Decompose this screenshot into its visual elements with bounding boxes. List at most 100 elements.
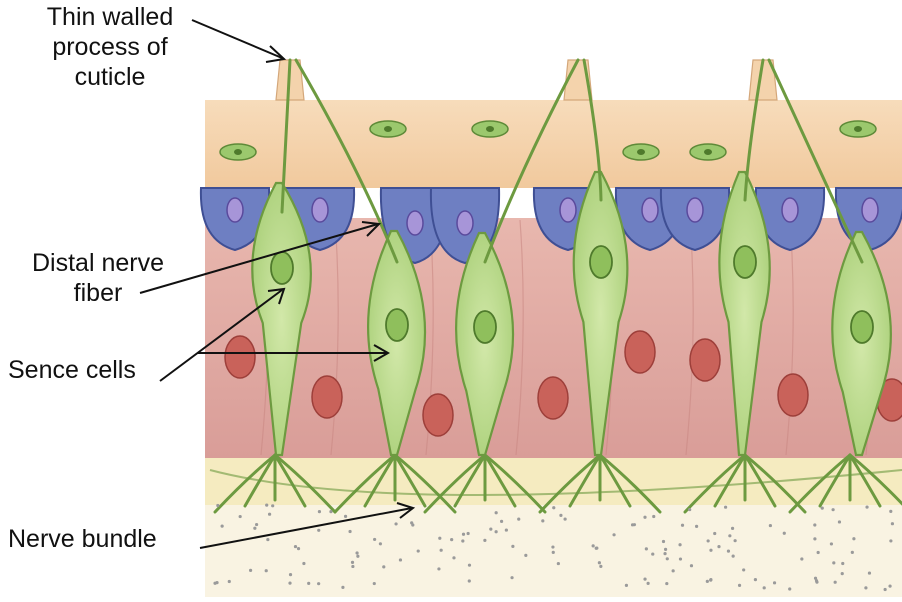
connective-dot bbox=[663, 552, 666, 555]
connective-dot bbox=[452, 556, 455, 559]
connective-dot bbox=[440, 549, 443, 552]
connective-dot bbox=[841, 572, 844, 575]
connective-dot bbox=[695, 525, 698, 528]
connective-dot bbox=[411, 523, 414, 526]
connective-dot bbox=[341, 586, 344, 589]
connective-dot bbox=[483, 539, 486, 542]
connective-dot bbox=[633, 523, 636, 526]
connective-dot bbox=[783, 532, 786, 535]
connective-dot bbox=[221, 525, 224, 528]
connective-dot bbox=[394, 522, 397, 525]
sense-cell-nucleus bbox=[271, 252, 293, 284]
supporting-cell-nucleus bbox=[862, 198, 878, 222]
connective-dot bbox=[467, 532, 470, 535]
connective-dot bbox=[438, 537, 441, 540]
connective-dot bbox=[647, 582, 650, 585]
epithelial-nucleus bbox=[538, 377, 568, 419]
connective-dot bbox=[595, 546, 598, 549]
connective-dot bbox=[645, 547, 648, 550]
connective-dot bbox=[288, 582, 291, 585]
connective-dot bbox=[215, 581, 218, 584]
connective-dot bbox=[666, 557, 669, 560]
connective-dot bbox=[344, 515, 347, 518]
connective-dot bbox=[889, 539, 892, 542]
connective-dot bbox=[552, 551, 555, 554]
connective-dot bbox=[662, 540, 665, 543]
connective-dot bbox=[731, 527, 734, 530]
connective-dot bbox=[678, 543, 681, 546]
connective-dot bbox=[399, 558, 402, 561]
connective-dot bbox=[625, 584, 628, 587]
connective-dot bbox=[510, 576, 513, 579]
connective-dot bbox=[307, 582, 310, 585]
supporting-cell-nucleus bbox=[407, 211, 423, 235]
connective-dot bbox=[813, 537, 816, 540]
connective-dot bbox=[329, 510, 332, 513]
connective-dot bbox=[379, 542, 382, 545]
connective-dot bbox=[821, 507, 824, 510]
connective-dot bbox=[707, 539, 710, 542]
connective-dot bbox=[450, 538, 453, 541]
label-sense-cells: Sence cells bbox=[8, 355, 136, 385]
connective-dot bbox=[800, 557, 803, 560]
connective-dot bbox=[317, 529, 320, 532]
connective-dot bbox=[598, 561, 601, 564]
connective-dot bbox=[709, 579, 712, 582]
connective-dot bbox=[889, 510, 892, 513]
connective-dot bbox=[742, 568, 745, 571]
connective-dot bbox=[672, 569, 675, 572]
connective-dot bbox=[348, 530, 351, 533]
connective-dot bbox=[253, 527, 256, 530]
connective-dot bbox=[551, 545, 554, 548]
connective-dot bbox=[351, 565, 354, 568]
connective-dot bbox=[814, 577, 817, 580]
connective-dot bbox=[355, 551, 358, 554]
connective-dot bbox=[763, 586, 766, 589]
epithelial-nucleus bbox=[778, 374, 808, 416]
connective-dot bbox=[817, 551, 820, 554]
connective-dot bbox=[688, 508, 691, 511]
connective-dot bbox=[831, 508, 834, 511]
connective-dot bbox=[557, 562, 560, 565]
connective-dot bbox=[216, 504, 219, 507]
connective-dot bbox=[706, 580, 709, 583]
label-cuticle-process: Thin walled process of cuticle bbox=[10, 2, 210, 92]
connective-dot bbox=[664, 548, 667, 551]
epithelial-nucleus bbox=[625, 331, 655, 373]
connective-dot bbox=[652, 515, 655, 518]
connective-dot bbox=[500, 520, 503, 523]
connective-dot bbox=[559, 514, 562, 517]
connective-dot bbox=[728, 534, 731, 537]
connective-dot bbox=[830, 542, 833, 545]
epithelial-nucleus bbox=[423, 394, 453, 436]
connective-dot bbox=[249, 569, 252, 572]
connective-dot bbox=[651, 552, 654, 555]
connective-dot bbox=[732, 554, 735, 557]
label-line: cuticle bbox=[10, 62, 210, 92]
connective-dot bbox=[788, 587, 791, 590]
connective-dot bbox=[266, 538, 269, 541]
connective-dot bbox=[717, 545, 720, 548]
connective-dot bbox=[495, 511, 498, 514]
connective-dot bbox=[868, 571, 871, 574]
supporting-cell-nucleus bbox=[560, 198, 576, 222]
connective-dot bbox=[681, 524, 684, 527]
connective-dot bbox=[679, 557, 682, 560]
connective-dot bbox=[713, 532, 716, 535]
connective-dot bbox=[468, 579, 471, 582]
epithelial-nucleus bbox=[225, 336, 255, 378]
supporting-cell-nucleus bbox=[642, 198, 658, 222]
supporting-cell-nucleus bbox=[457, 211, 473, 235]
connective-dot bbox=[852, 537, 855, 540]
connective-dot bbox=[813, 523, 816, 526]
connective-dot bbox=[489, 528, 492, 531]
epithelial-nucleus bbox=[312, 376, 342, 418]
connective-dot bbox=[690, 564, 693, 567]
connective-dot bbox=[268, 513, 271, 516]
label-nerve-bundle: Nerve bundle bbox=[8, 524, 157, 554]
connective-dot bbox=[564, 517, 567, 520]
cuticle-layer bbox=[205, 100, 902, 188]
sense-cell-nucleus bbox=[386, 309, 408, 341]
connective-dot bbox=[552, 506, 555, 509]
connective-dot bbox=[643, 516, 646, 519]
